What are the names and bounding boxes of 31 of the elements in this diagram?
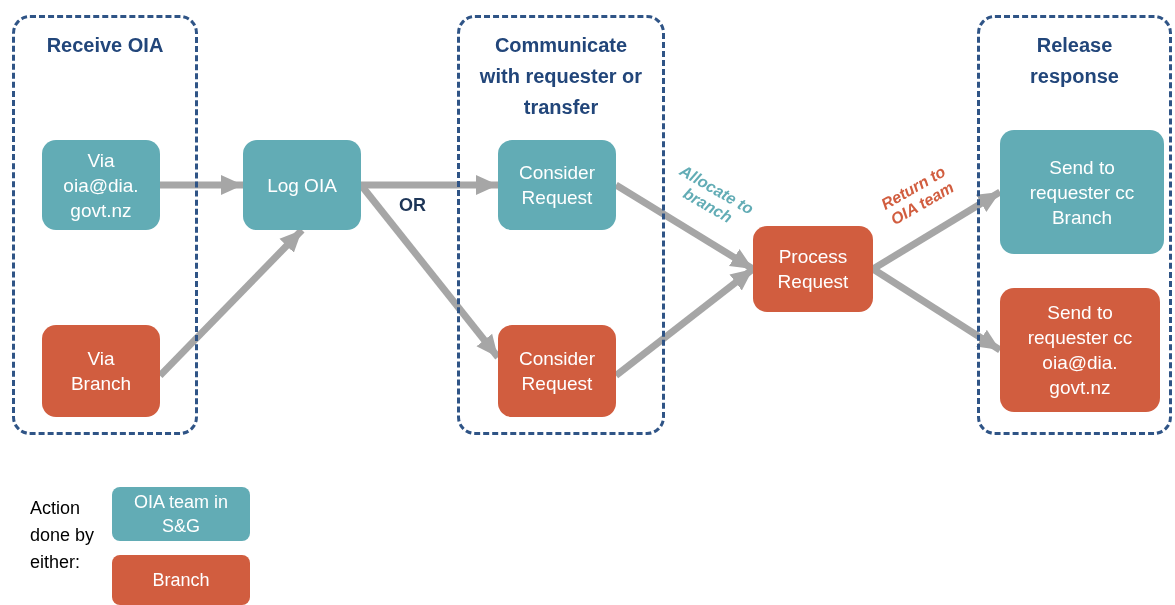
process-box	[498, 325, 616, 417]
process-text: Consider Request	[517, 161, 596, 210]
process-box	[1000, 130, 1164, 254]
arrow	[361, 175, 498, 195]
arrow	[160, 175, 243, 195]
stage-title: Receive OIA	[45, 33, 165, 58]
process-box	[1000, 288, 1160, 412]
or-label: OR	[399, 195, 427, 216]
legend-swatch: OIA team in S&G	[112, 487, 250, 541]
arrow	[871, 266, 1002, 353]
arrow	[871, 189, 1002, 272]
process-box	[42, 325, 160, 417]
process-box	[42, 140, 160, 230]
process-text: Process Request	[776, 245, 850, 294]
process-box	[498, 140, 616, 230]
process-text: Log OIA	[267, 173, 337, 198]
process-box	[243, 140, 361, 230]
stage-group	[457, 15, 665, 435]
arrow	[614, 182, 755, 272]
stage-group	[977, 15, 1172, 435]
process-text: Send to requester cc oia@dia. govt.nz	[1026, 301, 1134, 400]
legend-title: Action done by either:	[30, 497, 96, 574]
process-text: Consider Request	[517, 347, 596, 396]
stage-group	[12, 15, 198, 435]
process-text: Send to requester cc Branch	[1028, 155, 1136, 230]
process-text: Via Branch	[69, 347, 133, 396]
stage-title: Communicate with requester or transfer	[478, 33, 644, 120]
process-box	[753, 226, 873, 312]
legend-swatch: Branch	[112, 555, 250, 605]
stage-title: Release response	[1029, 33, 1120, 89]
process-text: Via oia@dia. govt.nz	[62, 148, 140, 223]
